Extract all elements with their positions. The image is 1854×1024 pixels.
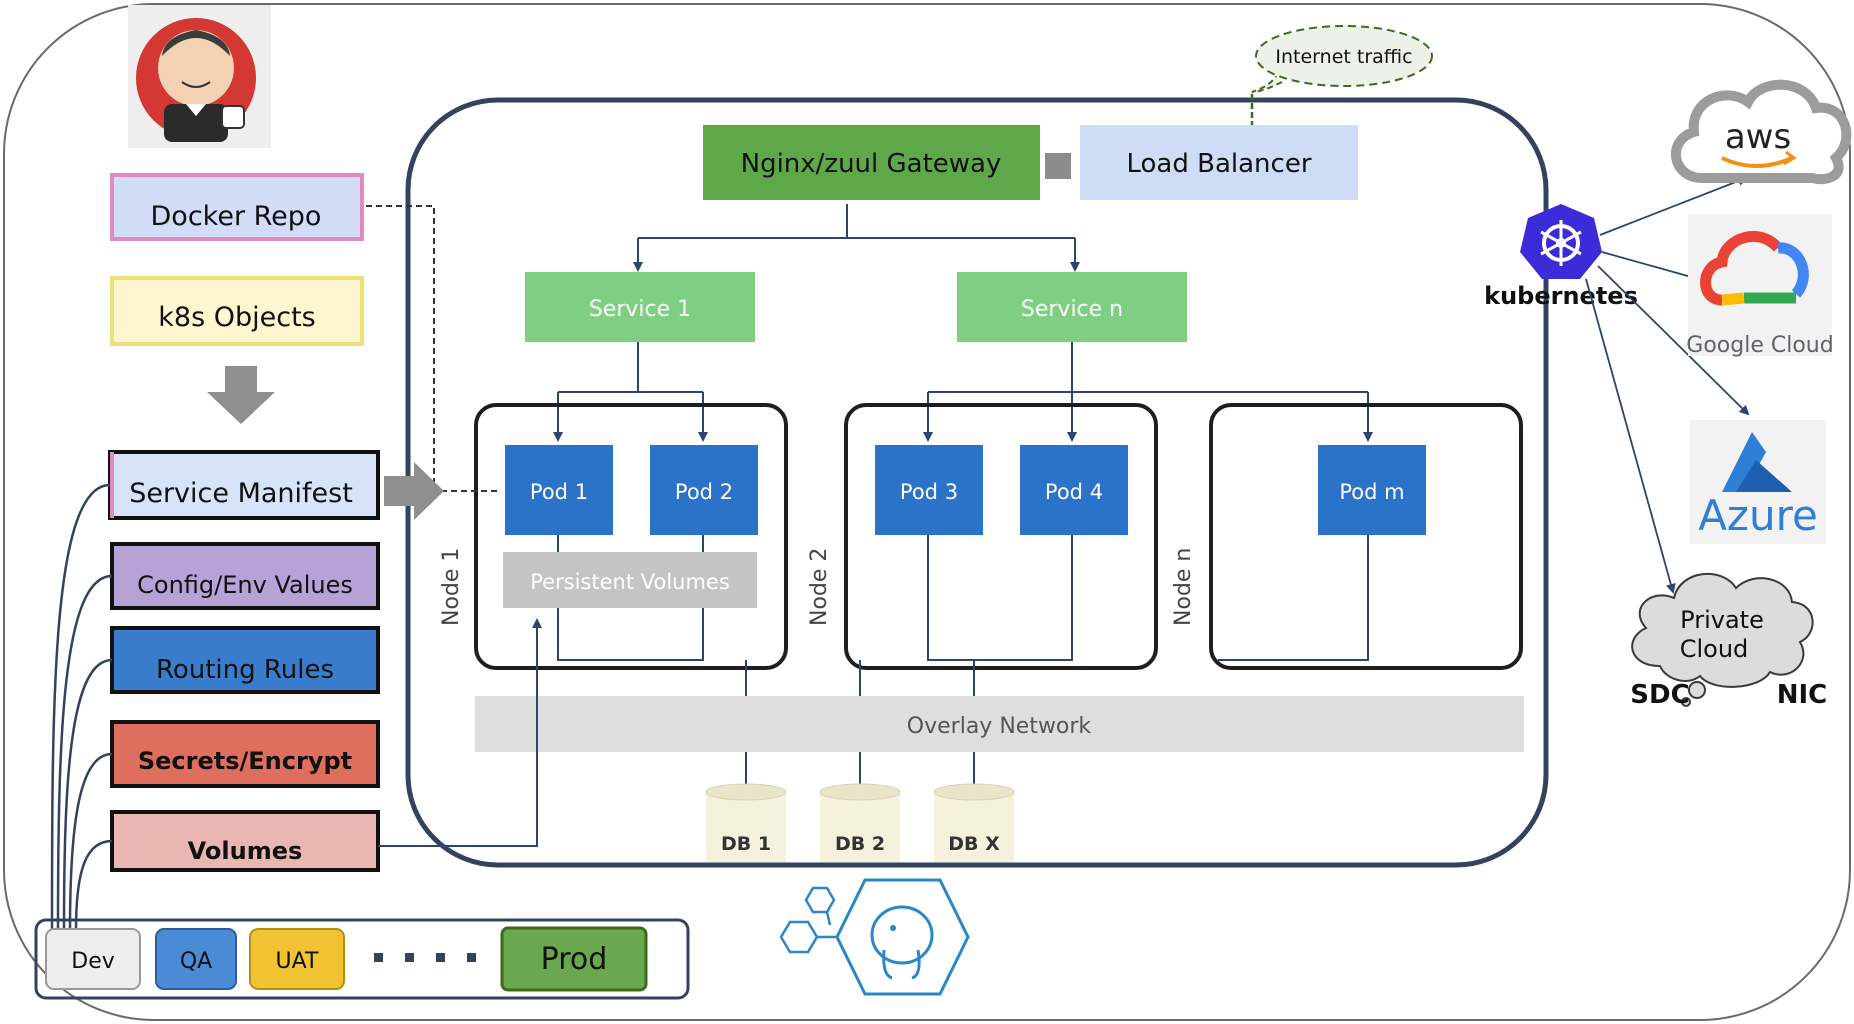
service-n-label: Service n xyxy=(1021,297,1123,322)
internet-traffic-cloud: Internet traffic xyxy=(1251,25,1433,93)
db-1-cylinder: DB 1 xyxy=(705,783,787,862)
pod-m-label: Pod m xyxy=(1339,480,1404,504)
overlay-network-box xyxy=(475,696,1524,752)
kubernetes-to-cloud-arrows xyxy=(1585,176,1750,594)
kubernetes-icon xyxy=(1520,204,1602,279)
service-manifest-label: Service Manifest xyxy=(129,478,353,509)
env-uat-label: UAT xyxy=(276,949,319,974)
secrets-box xyxy=(110,720,380,788)
db-1-label: DB 1 xyxy=(721,833,771,855)
connector-square xyxy=(1045,153,1071,179)
pod-3-label: Pod 3 xyxy=(900,480,958,504)
private-cloud-label-line2: Cloud xyxy=(1680,635,1749,663)
service-1-box xyxy=(525,272,755,342)
persistent-volumes-label: Persistent Volumes xyxy=(530,570,730,594)
internet-traffic-label: Internet traffic xyxy=(1275,46,1412,68)
service-connectors xyxy=(553,342,1373,442)
private-cloud-label-line1: Private xyxy=(1680,606,1764,634)
service-manifest-box xyxy=(108,450,380,520)
env-ellipsis-dots xyxy=(374,953,476,962)
google-cloud-icon: Google Cloud xyxy=(1686,214,1834,358)
postgres-icon xyxy=(779,878,970,996)
dev-fan-out-curves xyxy=(50,483,113,931)
volumes-label: Volumes xyxy=(188,837,303,865)
gateway-box xyxy=(703,125,1040,200)
pod-1-box xyxy=(505,445,613,535)
docker-repo-dashed-connector xyxy=(366,205,500,492)
env-prod-button[interactable] xyxy=(500,926,648,992)
azure-icon: Azure xyxy=(1690,420,1826,544)
env-uat-button[interactable] xyxy=(249,928,345,990)
aws-label: aws xyxy=(1725,117,1791,157)
db-2-label: DB 2 xyxy=(835,833,885,855)
down-arrow-icon xyxy=(207,366,275,424)
service-n-box xyxy=(957,272,1187,342)
load-balancer-label: Load Balancer xyxy=(1126,149,1311,179)
pod-2-box xyxy=(650,445,758,535)
environments-bar xyxy=(34,918,690,1000)
private-cloud-icon: Private Cloud xyxy=(1631,572,1814,707)
routing-rules-box xyxy=(110,626,380,694)
pod-4-box xyxy=(1020,445,1128,535)
gateway-connectors xyxy=(633,204,1080,272)
google-cloud-label: Google Cloud xyxy=(1686,333,1833,358)
env-qa-label: QA xyxy=(180,949,212,974)
node-2-box xyxy=(844,403,1158,670)
env-prod-label: Prod xyxy=(541,942,608,977)
env-qa-button[interactable] xyxy=(155,928,237,990)
persistent-volumes-box xyxy=(503,552,757,608)
db-x-cylinder: DB X xyxy=(933,783,1015,862)
node-n-label: Node n xyxy=(1171,548,1196,626)
jenkins-logo xyxy=(128,5,271,148)
db-x-label: DB X xyxy=(948,833,1000,855)
routing-rules-label: Routing Rules xyxy=(156,655,334,685)
k8s-objects-label: k8s Objects xyxy=(158,302,315,333)
gateway-label: Nginx/zuul Gateway xyxy=(741,149,1002,179)
volumes-box xyxy=(110,810,380,872)
azure-label: Azure xyxy=(1698,491,1818,540)
sdc-label: SDC xyxy=(1630,680,1689,710)
right-arrow-icon xyxy=(384,462,444,520)
nic-label: NIC xyxy=(1777,680,1828,710)
volumes-to-pv-arrow xyxy=(378,618,542,847)
db-2-cylinder: DB 2 xyxy=(819,783,901,862)
load-balancer-box xyxy=(1080,125,1358,200)
outer-frame xyxy=(3,3,1851,1021)
pod-1-label: Pod 1 xyxy=(530,480,588,504)
node-2-label: Node 2 xyxy=(807,548,832,626)
env-dev-label: Dev xyxy=(71,949,115,974)
aws-cloud-icon: aws xyxy=(1671,79,1852,185)
pod-4-label: Pod 4 xyxy=(1045,480,1103,504)
k8s-objects-box xyxy=(110,276,364,346)
node-1-box xyxy=(474,403,788,670)
kubernetes-label: kubernetes xyxy=(1484,282,1638,310)
service-1-label: Service 1 xyxy=(589,297,691,322)
docker-repo-label: Docker Repo xyxy=(151,201,322,232)
node-n-box xyxy=(1209,403,1523,670)
overlay-network-label: Overlay Network xyxy=(907,714,1092,739)
config-env-label: Config/Env Values xyxy=(137,571,353,599)
node-1-label: Node 1 xyxy=(439,548,464,626)
secrets-label: Secrets/Encrypt xyxy=(138,747,352,775)
pod-2-label: Pod 2 xyxy=(675,480,733,504)
docker-repo-box xyxy=(110,173,364,241)
pod-m-box xyxy=(1318,445,1426,535)
env-dev-button[interactable] xyxy=(45,928,141,990)
pod-3-box xyxy=(875,445,983,535)
